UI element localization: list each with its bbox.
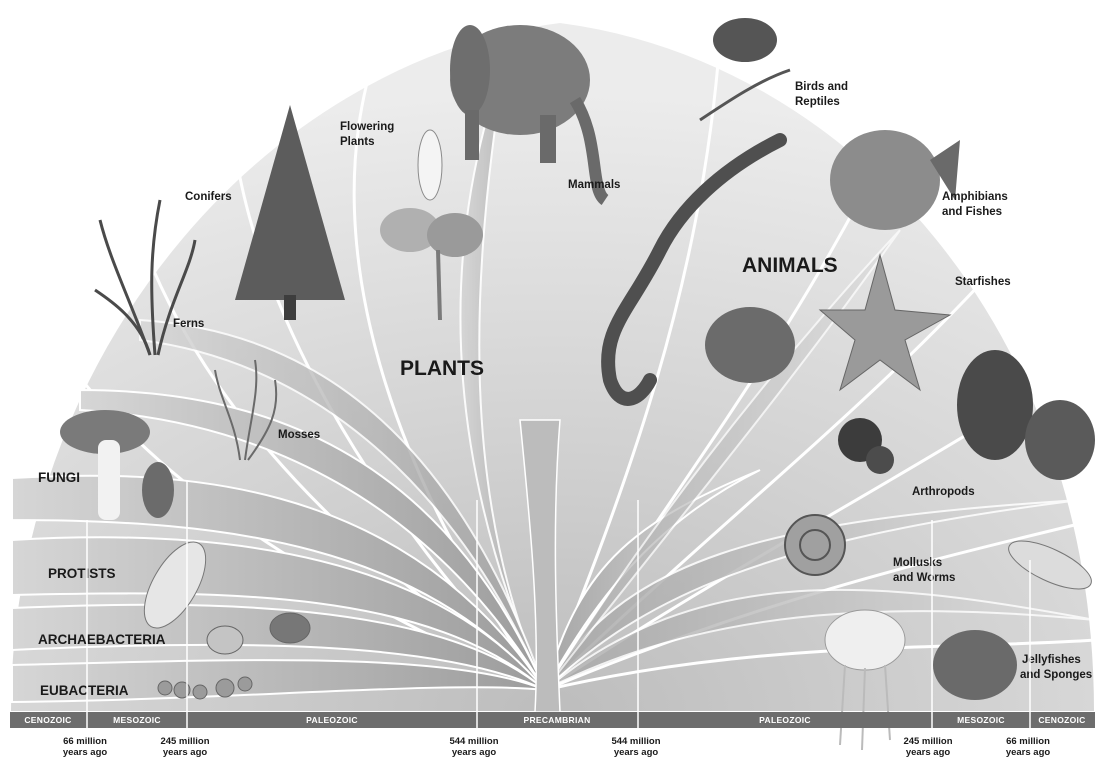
label-amphibians-1: Amphibians [942, 191, 1008, 203]
time-245-left-2: years ago [163, 747, 208, 758]
label-fungi: FUNGI [38, 470, 80, 485]
era-paleozoic-right: PALEOZOIC [759, 715, 811, 725]
label-flowering-plants-2: Plants [340, 136, 375, 148]
label-mollusks-2: and Worms [893, 572, 955, 584]
era-cenozoic-left: CENOZOIC [24, 715, 71, 725]
label-protists: PROTISTS [48, 566, 116, 581]
time-captions: 66 million years ago 245 million years a… [63, 736, 1051, 758]
time-544-left-1: 544 million [449, 736, 498, 747]
frog-icon [705, 307, 795, 383]
time-66-left-2: years ago [63, 747, 108, 758]
sponge-icon [933, 630, 1017, 700]
label-eubacteria: EUBACTERIA [40, 683, 129, 698]
label-starfishes: Starfishes [955, 276, 1011, 288]
time-544-right-2: years ago [614, 747, 659, 758]
era-paleozoic-left: PALEOZOIC [306, 715, 358, 725]
label-jellyfishes-2: and Sponges [1020, 669, 1092, 681]
label-jellyfishes-1: Jellyfishes [1022, 654, 1081, 666]
snail-icon [785, 515, 845, 575]
label-mosses: Mosses [278, 429, 320, 441]
time-544-left-2: years ago [452, 747, 497, 758]
era-bar: CENOZOIC MESOZOIC PALEOZOIC PRECAMBRIAN … [10, 712, 1095, 728]
label-animals: ANIMALS [742, 254, 838, 277]
fish-icon [830, 130, 960, 230]
label-flowering-plants-1: Flowering [340, 121, 394, 133]
era-mesozoic-right: MESOZOIC [957, 715, 1005, 725]
label-conifers: Conifers [185, 191, 232, 203]
label-plants: PLANTS [400, 357, 484, 380]
era-cenozoic-right: CENOZOIC [1038, 715, 1085, 725]
label-birds-1: Birds and [795, 81, 848, 93]
label-mollusks-1: Mollusks [893, 557, 942, 569]
time-245-right-1: 245 million [903, 736, 952, 747]
label-birds-2: Reptiles [795, 96, 840, 108]
time-66-right-2: years ago [1006, 747, 1051, 758]
era-precambrian: PRECAMBRIAN [523, 715, 590, 725]
label-ferns: Ferns [173, 318, 204, 330]
time-245-left-1: 245 million [160, 736, 209, 747]
time-245-right-2: years ago [906, 747, 951, 758]
time-66-right-1: 66 million [1006, 736, 1050, 747]
label-archaebacteria: ARCHAEBACTERIA [38, 632, 166, 647]
time-66-left-1: 66 million [63, 736, 107, 747]
label-mammals: Mammals [568, 179, 620, 191]
label-amphibians-2: and Fishes [942, 206, 1002, 218]
era-mesozoic-left: MESOZOIC [113, 715, 161, 725]
time-544-right-1: 544 million [611, 736, 660, 747]
label-arthropods: Arthropods [912, 486, 975, 498]
